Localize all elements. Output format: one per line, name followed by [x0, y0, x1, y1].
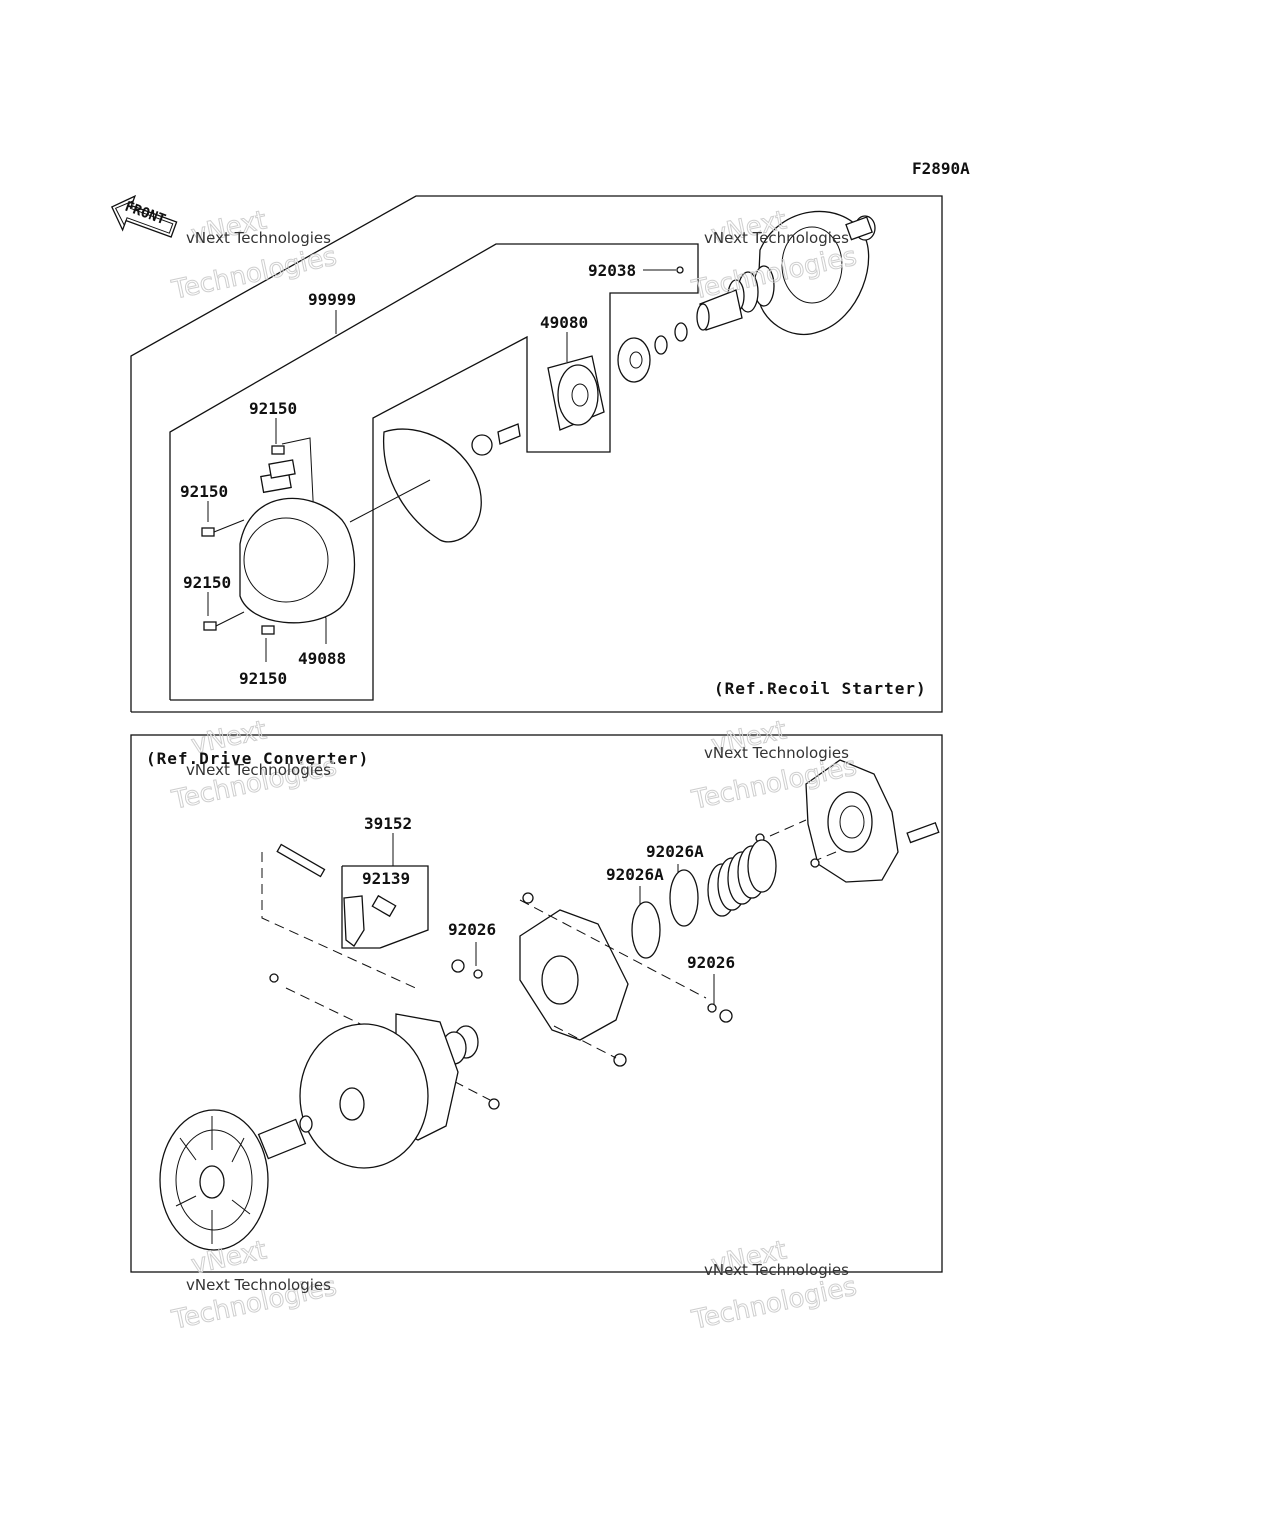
watermark-text-3: vNext Technologies [186, 761, 331, 779]
part-49088-label: 49088 [298, 649, 346, 668]
watermark-text-4: vNext Technologies [704, 744, 849, 762]
part-49080-pulley [547, 355, 605, 431]
part-99999-label: 99999 [308, 290, 356, 309]
ring-92026A-a [669, 869, 699, 927]
bolt-92150-d [261, 625, 275, 635]
watermark-text-6: vNext Technologies [704, 1261, 849, 1279]
converter-ref-label: (Ref.Drive Converter) [146, 749, 369, 768]
part-92026A-label-b: 92026A [606, 865, 664, 884]
bolt-92150-c [203, 621, 217, 631]
fixed-sheave [159, 1109, 313, 1251]
part-92139-label: 92139 [362, 869, 410, 888]
drive-spring [707, 839, 777, 917]
part-39152-label: 39152 [364, 814, 412, 833]
svg-text:Technologies: Technologies [689, 1272, 860, 1336]
watermark-6: vNext Technologies [688, 1235, 860, 1336]
ring-92026A-b [631, 901, 661, 959]
part-92038-label: 92038 [588, 261, 636, 280]
part-92150-label-a: 92150 [249, 399, 297, 418]
watermark-1: vNext Technologies [168, 205, 340, 306]
front-arrow-icon [110, 194, 178, 238]
part-92026A-label-a: 92026A [646, 842, 704, 861]
part-49080-label: 49080 [540, 313, 588, 332]
movable-sheave [299, 1013, 459, 1169]
part-92026-label-b: 92026 [687, 953, 735, 972]
recoil-starter-section: 99999 92038 49080 92150 92150 92150 4908… [130, 195, 943, 713]
drive-converter-section: (Ref.Drive Converter) 39152 92139 92026A… [130, 734, 943, 1273]
watermark-text-5: vNext Technologies [186, 1276, 331, 1294]
flange-washer [617, 337, 651, 383]
spider-assembly [519, 892, 629, 1067]
part-92038-nut [676, 266, 684, 274]
part-92026-label-a: 92026 [448, 920, 496, 939]
part-92150-label-b: 92150 [180, 482, 228, 501]
gasket-plate [383, 428, 482, 543]
watermark-text-2: vNext Technologies [704, 229, 849, 247]
weight-arm [343, 895, 365, 947]
converter-cover [805, 759, 899, 883]
crankshaft-assembly [696, 210, 876, 336]
diagram-code: F2890A [912, 159, 970, 178]
part-49088-recoil-housing [239, 459, 356, 624]
bolt-92150-b [201, 527, 215, 537]
watermark-text-1: vNext Technologies [186, 229, 331, 247]
cover-bolt [906, 821, 940, 844]
bolt-92150-a [271, 445, 285, 455]
recoil-ref-label: (Ref.Recoil Starter) [714, 679, 927, 698]
part-92150-label-c: 92150 [183, 573, 231, 592]
part-92150-label-d: 92150 [239, 669, 287, 688]
